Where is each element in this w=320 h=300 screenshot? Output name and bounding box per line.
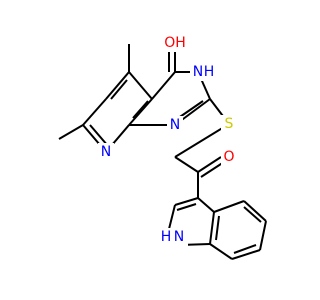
bond-c5-c6-double	[110, 79, 128, 100]
bond-c5ind-c6ind	[259, 220, 267, 251]
atom-oh: OH	[164, 35, 186, 51]
bond-c6ind-c7ind-double	[233, 244, 257, 254]
bond-c3a-c4ind	[213, 200, 245, 213]
atom-label-layer: OH N H N N S O H N	[98, 34, 237, 246]
atom-n1: N	[170, 117, 180, 133]
bond-methyl-c7	[58, 124, 84, 140]
bond-c3-c2ind-double	[176, 203, 197, 211]
atom-indole-n: N	[174, 229, 184, 245]
bond-c7-n8-double	[89, 124, 109, 147]
atom-n3: N	[193, 64, 203, 80]
bond-c7a-c3a-double	[215, 215, 220, 241]
bond-co-o-double	[200, 161, 225, 178]
bond-c5-c6	[105, 71, 130, 100]
bond-c4a-c4	[151, 71, 176, 100]
bond-c4ind-c5ind	[243, 200, 267, 222]
bond-c6-c7	[82, 98, 107, 126]
bond-c4a-c5	[128, 71, 153, 100]
bond-s-ch2	[174, 123, 230, 158]
bond-ch2-co	[174, 156, 199, 173]
bond-c7a-c3a	[209, 211, 215, 245]
atom-n8: N	[101, 144, 111, 160]
atom-indole-h: H	[161, 229, 172, 245]
bond-c3a-c3	[197, 197, 215, 213]
bond-c4ind-c5ind-double	[243, 206, 262, 223]
bond-c6ind-c7ind	[231, 249, 261, 260]
atom-s: S	[225, 116, 234, 132]
bond-c8a-c4a-double	[132, 100, 149, 119]
bond-c7ind-c7a	[209, 243, 233, 260]
atom-o-ketone: O	[223, 149, 234, 165]
molecule-structure: OH N H N N S O H N	[58, 34, 267, 260]
bond-c8a-c4a	[128, 98, 153, 126]
bond-c3-c2ind	[174, 197, 199, 206]
bond-co-o	[197, 156, 222, 173]
bond-c2ind-n	[168, 204, 176, 230]
atom-n3-h: H	[204, 64, 215, 80]
